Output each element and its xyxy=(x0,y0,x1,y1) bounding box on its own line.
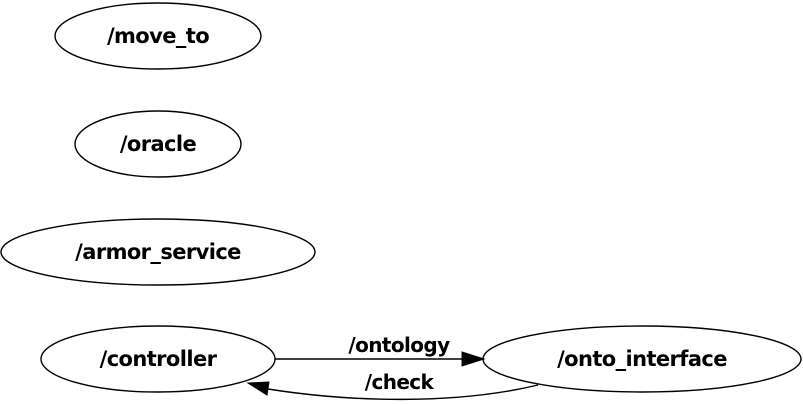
node-controller[interactable]: /controller xyxy=(40,325,276,393)
node-move-to-shape xyxy=(54,2,262,70)
node-controller-label: /controller xyxy=(100,347,218,371)
node-move-to[interactable]: /move_to xyxy=(54,2,262,70)
node-oracle-shape xyxy=(74,110,242,178)
edge-ontology-arrowhead xyxy=(461,351,486,367)
node-armor-service-label: /armor_service xyxy=(75,240,241,264)
node-oracle[interactable]: /oracle xyxy=(74,110,242,178)
edge-check-label: /check xyxy=(365,370,435,394)
edge-ontology-label: /ontology xyxy=(348,333,450,357)
node-armor-service[interactable]: /armor_service xyxy=(0,218,316,286)
edge-check-arrowhead xyxy=(246,381,270,396)
edge-check[interactable]: /check xyxy=(246,370,539,401)
node-move-to-label: /move_to xyxy=(107,24,209,48)
node-onto-interface[interactable]: /onto_interface xyxy=(482,325,802,393)
node-armor-service-shape xyxy=(0,218,316,286)
edge-check-line xyxy=(267,384,539,401)
node-onto-interface-label: /onto_interface xyxy=(557,347,727,371)
edge-ontology[interactable]: /ontology xyxy=(275,333,486,367)
node-oracle-label: /oracle xyxy=(120,132,197,156)
